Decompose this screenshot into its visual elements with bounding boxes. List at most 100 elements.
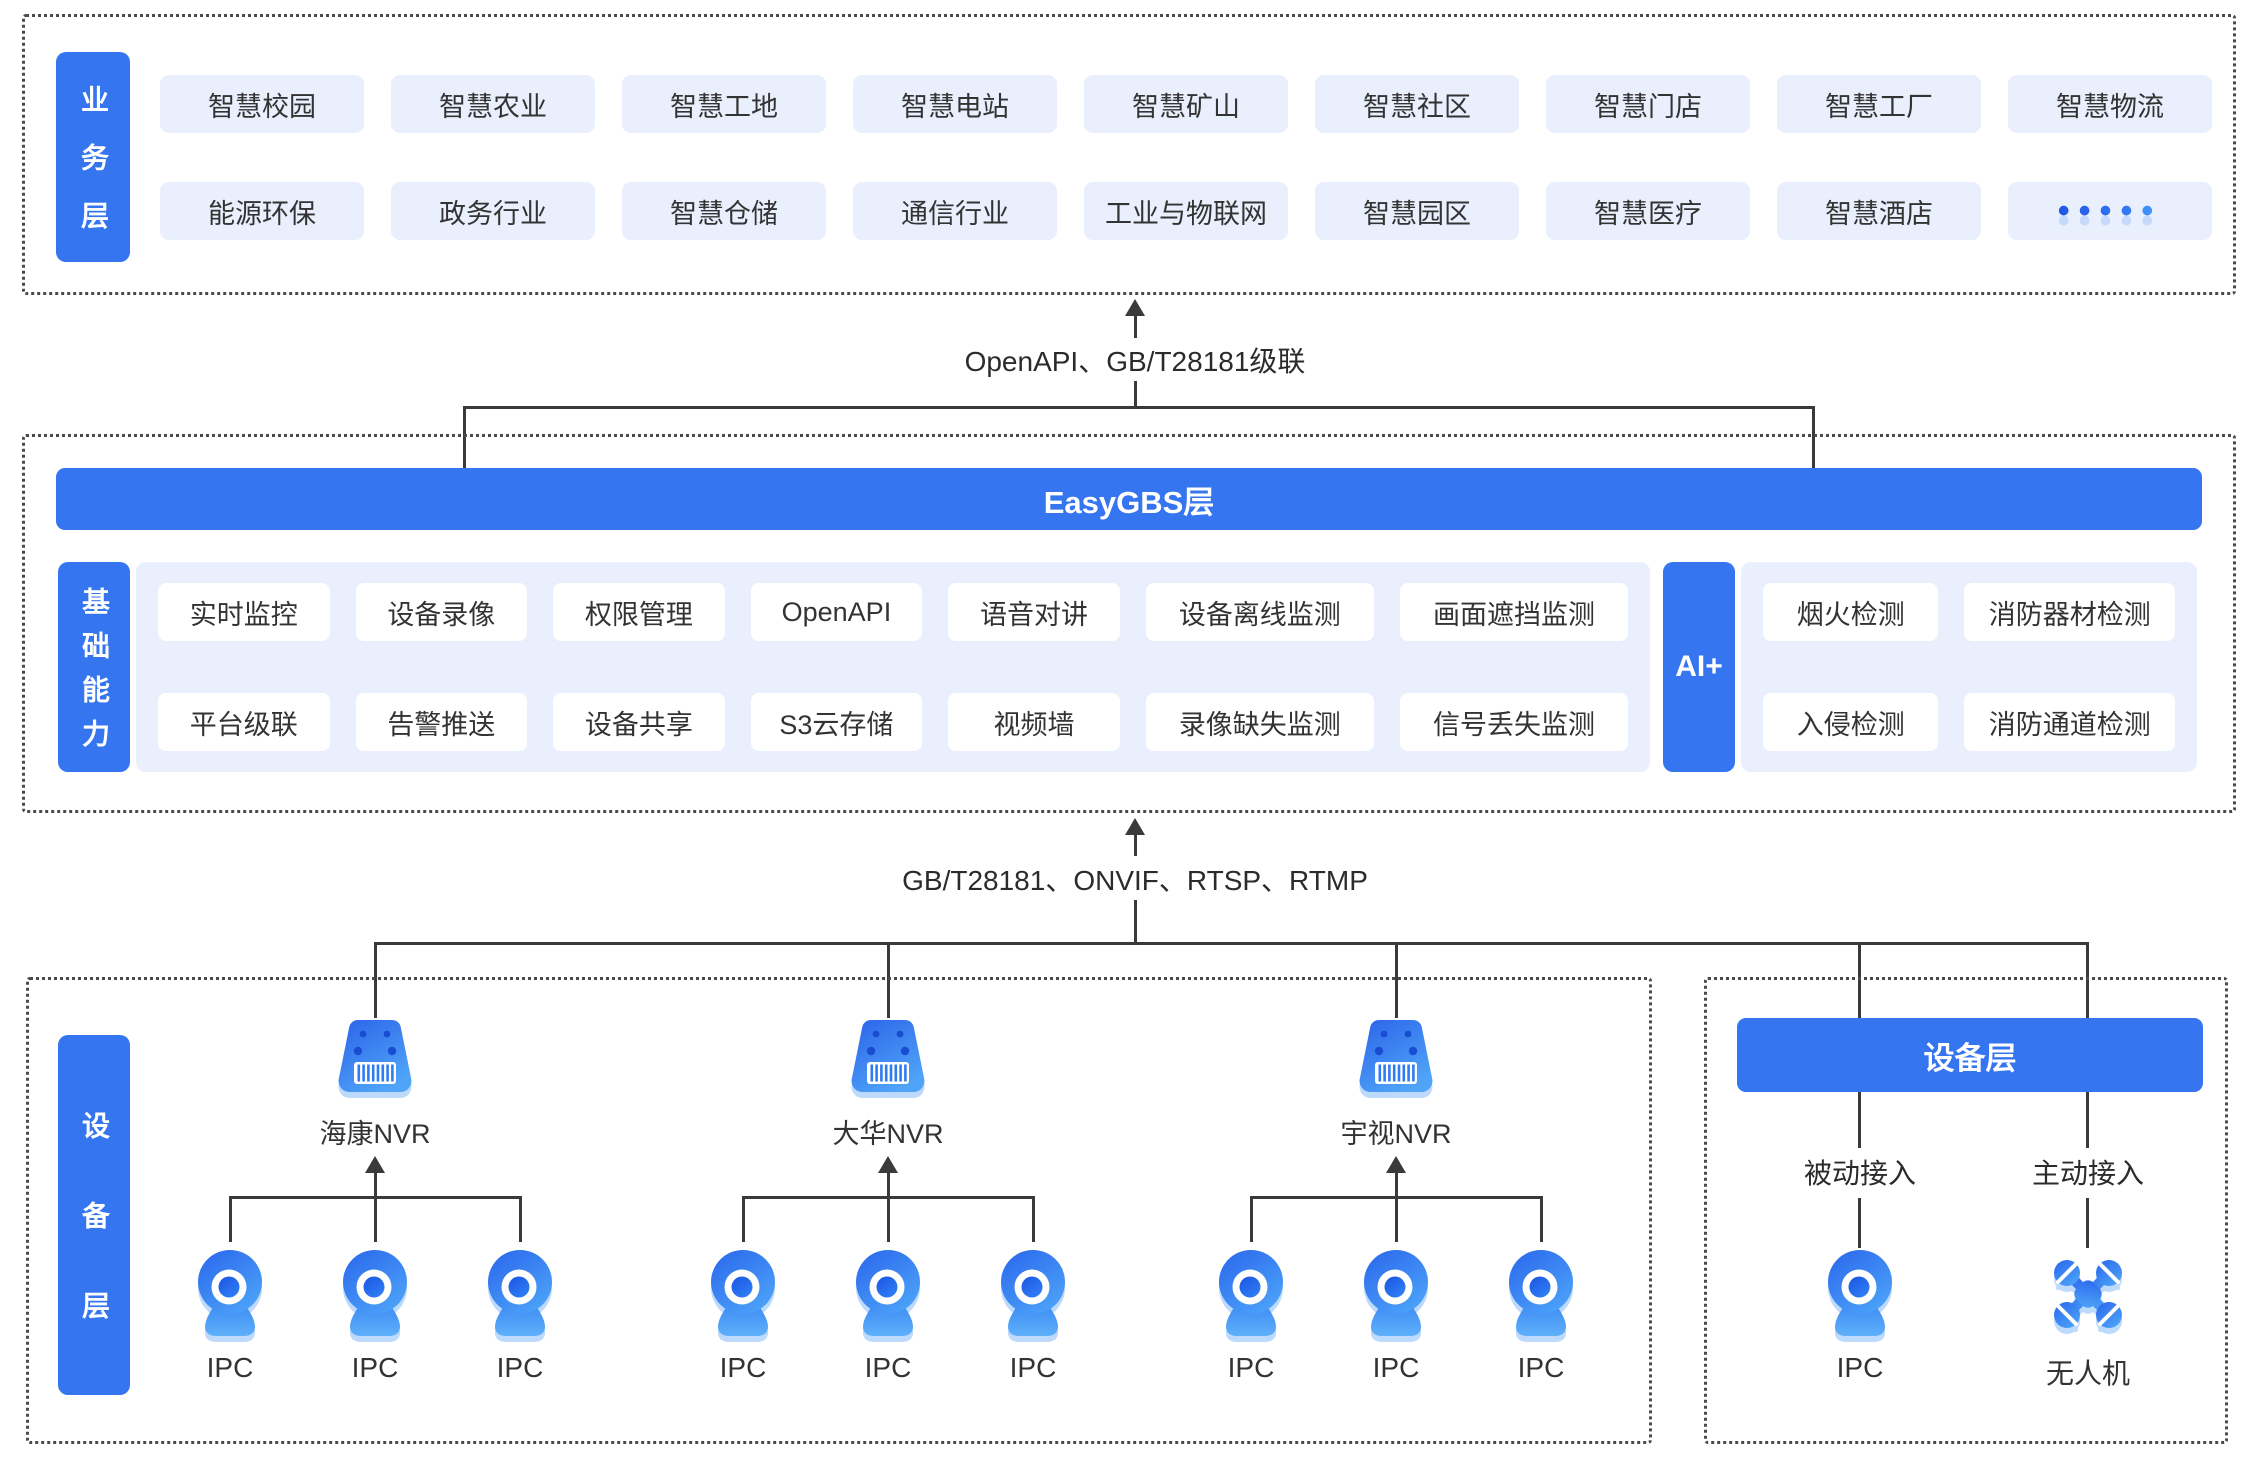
capability-chip: 设备离线监测 [1145,583,1374,641]
nvr-icon [851,1020,925,1092]
connector-line [1812,406,1815,470]
nvr-group: 海康NVR IPC IPC IPC [185,1010,565,1410]
connector-line [1395,1171,1398,1198]
ipc-label: IPC [1372,1352,1420,1383]
capability-row-1: 实时监控 设备录像 权限管理 OpenAPI 语音对讲 设备离线监测 画面遮挡监… [158,583,1629,641]
arrow-up-icon [1125,818,1145,835]
ipc-label: IPC [496,1352,544,1383]
business-chip: 智慧电站 [853,75,1057,133]
connector-line [1395,1196,1398,1242]
ipc-camera-icon [343,1250,407,1336]
more-dots-icon: ••••• [2057,192,2163,230]
easygbs-layer-box [22,434,2236,813]
arrow-up-icon [1125,299,1145,316]
connector-line [1134,314,1137,338]
business-chip: 智慧酒店 [1777,182,1981,240]
business-chip: 通信行业 [853,182,1057,240]
ipc-label: IPC [1836,1352,1884,1383]
connector-line [229,1196,232,1242]
capability-chip: 设备共享 [553,693,725,751]
capability-chip: 画面遮挡监测 [1399,583,1629,641]
ipc-camera-icon [1509,1250,1573,1336]
device-layer-label: 设备层 [58,1035,130,1395]
nvr-icon [1359,1020,1433,1092]
business-chip: 智慧门店 [1546,75,1750,133]
capability-chip: 权限管理 [553,583,725,641]
nvr-name: 大华NVR [832,1119,944,1149]
connector-line [2086,1198,2089,1248]
ipc-label: IPC [1227,1352,1275,1383]
ipc-camera-icon [198,1250,262,1336]
capability-panel: 实时监控 设备录像 权限管理 OpenAPI 语音对讲 设备离线监测 画面遮挡监… [136,562,1650,772]
business-chip: 智慧矿山 [1084,75,1288,133]
nvr-group: 宇视NVR IPC IPC IPC [1206,1010,1586,1410]
business-chip: 政务行业 [391,182,595,240]
ipc-label: IPC [864,1352,912,1383]
device-layer-box [26,977,1652,1444]
ipc-camera-icon [1001,1250,1065,1336]
business-layer-label: 业务层 [56,52,130,262]
connector-line [887,942,890,1018]
ipc-label: IPC [1009,1352,1057,1383]
connector-line [519,1196,522,1242]
business-row-2: 能源环保 政务行业 智慧仓储 通信行业 工业与物联网 智慧园区 智慧医疗 智慧酒… [160,182,2212,240]
connector-line [1858,942,1861,1018]
connector-line [887,1171,890,1198]
ai-row-2: 入侵检测 消防通道检测 [1763,693,2175,751]
business-row-1: 智慧校园 智慧农业 智慧工地 智慧电站 智慧矿山 智慧社区 智慧门店 智慧工厂 … [160,75,2212,133]
connector-line [1134,381,1137,408]
capability-chip: 设备录像 [355,583,528,641]
business-chip: 智慧园区 [1315,182,1519,240]
business-chip: 智慧农业 [391,75,595,133]
capability-layer-label: 基础能力 [58,562,130,772]
connector-line [1250,1196,1253,1242]
business-chip: 智慧工厂 [1777,75,1981,133]
capability-chip: S3云存储 [750,693,923,751]
ipc-camera-icon [856,1250,920,1336]
business-chip-more: ••••• [2008,182,2212,240]
ipc-label: IPC [206,1352,254,1383]
ai-chip: 消防器材检测 [1964,583,2175,641]
connector-line [887,1196,890,1242]
ai-plus-label: AI+ [1663,562,1735,772]
connector-line [2086,1092,2089,1148]
connector-line [1858,1198,1861,1248]
business-chip: 智慧物流 [2008,75,2212,133]
ipc-camera-icon [1219,1250,1283,1336]
business-chip: 智慧医疗 [1546,182,1750,240]
ipc-camera-icon [1364,1250,1428,1336]
nvr-name: 宇视NVR [1340,1119,1452,1149]
passive-access-label: 被动接入 [1803,1158,1916,1189]
capability-chip: 实时监控 [158,583,330,641]
business-layer-box [22,14,2236,295]
nvr-name: 海康NVR [319,1119,431,1149]
drone-icon [2054,1260,2122,1328]
ai-chip: 烟火检测 [1763,583,1939,641]
business-chip: 智慧社区 [1315,75,1519,133]
ipc-camera-icon [488,1250,552,1336]
ai-chip: 入侵检测 [1763,693,1939,751]
ipc-label: IPC [351,1352,399,1383]
capability-chip: 平台级联 [158,693,330,751]
arrow-up-icon [878,1156,898,1173]
connector-line [374,942,2088,945]
nvr-icon [338,1020,412,1092]
capability-chip: 视频墙 [948,693,1120,751]
device-layer-right-box [1704,977,2228,1444]
connector-line [374,942,377,1018]
connector-line [1858,1092,1861,1148]
connector-line [1134,900,1137,943]
capability-chip: 语音对讲 [948,583,1120,641]
ai-chip: 消防通道检测 [1964,693,2175,751]
capability-chip: 告警推送 [355,693,528,751]
arrow-up-icon [365,1156,385,1173]
connector-line [742,1196,745,1242]
business-chip: 智慧工地 [622,75,826,133]
ai-panel: 烟火检测 消防器材检测 入侵检测 消防通道检测 [1741,562,2197,772]
connector-line [1134,833,1137,856]
business-chip: 工业与物联网 [1084,182,1288,240]
connector-line [463,406,1815,409]
arrow-up-icon [1386,1156,1406,1173]
nvr-group: 大华NVR IPC IPC IPC [698,1010,1078,1410]
